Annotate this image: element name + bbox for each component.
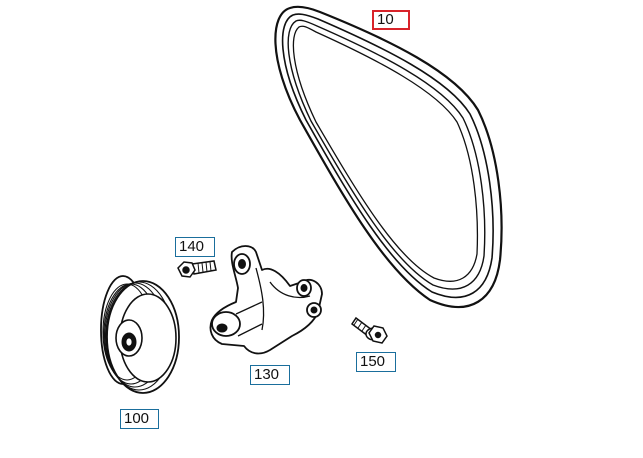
tensioner-top-hole	[238, 259, 246, 269]
tensioner-arm-edge	[255, 267, 311, 331]
belt-rib-2	[287, 19, 486, 290]
pulley-hub-center	[125, 337, 133, 347]
pulley-bolt[interactable]	[177, 260, 217, 278]
idler-pulley[interactable]	[100, 275, 180, 394]
callout-10-label: 10	[377, 11, 394, 28]
callout-130-label: 130	[254, 366, 280, 383]
tensioner-mount-hole	[310, 306, 318, 314]
tensioner-damper-body	[235, 301, 263, 337]
callout-150-label: 150	[360, 353, 386, 370]
bolt-head-center	[182, 266, 190, 274]
bolt-head-center	[374, 331, 382, 339]
bolt-thread	[197, 261, 212, 274]
belt-outer-edge	[274, 5, 503, 309]
bolt-shank	[191, 260, 217, 275]
tensioner-damper-hole	[216, 323, 228, 333]
tensioner-damper-end	[211, 311, 241, 337]
callout-140-label: 140	[179, 238, 205, 255]
callout-130[interactable]: 130	[250, 365, 290, 385]
callout-100-label: 100	[124, 410, 150, 427]
callout-100[interactable]: 100	[120, 409, 159, 429]
tensioner-body	[209, 245, 323, 355]
belt-tensioner[interactable]	[209, 245, 323, 355]
callout-10[interactable]: 10	[372, 10, 410, 30]
belt-rib-3	[292, 25, 479, 282]
callout-140[interactable]: 140	[175, 237, 215, 257]
callout-150[interactable]: 150	[356, 352, 396, 372]
poly-v-belt[interactable]	[274, 5, 503, 309]
tensioner-bolt[interactable]	[350, 316, 388, 344]
tensioner-right-hole	[300, 284, 308, 292]
belt-rib-1	[281, 13, 494, 299]
bolt-thread	[353, 318, 367, 332]
